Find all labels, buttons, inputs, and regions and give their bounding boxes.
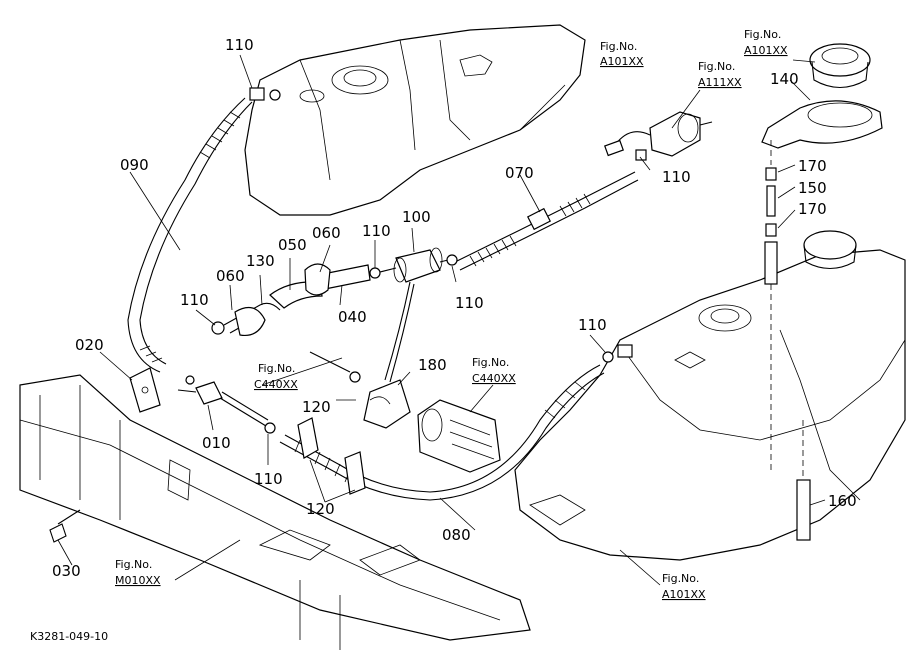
label-060-lower: 060 xyxy=(216,267,245,285)
label-110-top: 110 xyxy=(225,36,254,54)
filler-cap-assembly xyxy=(761,43,883,270)
fuel-cock xyxy=(177,375,269,427)
fig-label-c440-right: Fig.No. xyxy=(472,356,509,369)
label-110-mid: 110 xyxy=(362,222,391,240)
fig-label-m010: Fig.No. xyxy=(115,558,152,571)
fig-ref-c440-left[interactable]: C440XX xyxy=(254,378,298,391)
frame-m010 xyxy=(19,374,531,650)
label-170-upper: 170 xyxy=(798,157,827,175)
bracket-020 xyxy=(129,367,161,413)
label-050: 050 xyxy=(278,236,307,254)
label-010: 010 xyxy=(202,434,231,452)
fig-label-a101-top: Fig.No. xyxy=(600,40,637,53)
label-120-upper: 120 xyxy=(302,398,331,416)
label-140: 140 xyxy=(770,70,799,88)
fig-ref-a101-top[interactable]: A101XX xyxy=(600,55,644,68)
label-020: 020 xyxy=(75,336,104,354)
fuel-pump xyxy=(604,111,713,161)
label-100: 100 xyxy=(402,208,431,226)
drawing-code: K3281-049-10 xyxy=(30,630,108,643)
label-060-upper: 060 xyxy=(312,224,341,242)
fig-label-a111: Fig.No. xyxy=(698,60,735,73)
leader-lines xyxy=(57,54,826,586)
label-150: 150 xyxy=(798,179,827,197)
label-070: 070 xyxy=(505,164,534,182)
label-180: 180 xyxy=(418,356,447,374)
label-110-left: 110 xyxy=(180,291,209,309)
label-030: 030 xyxy=(52,562,81,580)
fuel-hose-090 xyxy=(127,87,281,373)
label-110-right: 110 xyxy=(578,316,607,334)
label-110-bottom: 110 xyxy=(254,470,283,488)
label-120-lower: 120 xyxy=(306,500,335,518)
label-160: 160 xyxy=(828,492,857,510)
fuel-tank-lower xyxy=(514,249,906,561)
fuel-hose-070 xyxy=(454,171,639,271)
fig-label-c440-left: Fig.No. xyxy=(258,362,295,375)
fig-label-a101-right: Fig.No. xyxy=(744,28,781,41)
label-040: 040 xyxy=(338,308,367,326)
fuel-hose-080 xyxy=(264,344,633,501)
fig-ref-a111[interactable]: A111XX xyxy=(698,76,742,89)
component-c440 xyxy=(417,399,501,473)
fig-label-a101-bottom: Fig.No. xyxy=(662,572,699,585)
vent-hose-stack xyxy=(764,140,811,541)
label-110-filter: 110 xyxy=(455,294,484,312)
label-090: 090 xyxy=(120,156,149,174)
fig-ref-a101-right[interactable]: A101XX xyxy=(744,44,788,57)
label-110-pump: 110 xyxy=(662,168,691,186)
label-170-lower: 170 xyxy=(798,200,827,218)
fuel-filter xyxy=(379,247,453,383)
fig-ref-c440-right[interactable]: C440XX xyxy=(472,372,516,385)
label-130: 130 xyxy=(246,252,275,270)
pipe-assembly xyxy=(211,254,458,337)
label-080: 080 xyxy=(442,526,471,544)
fig-ref-a101-bottom[interactable]: A101XX xyxy=(662,588,706,601)
fig-ref-m010[interactable]: M010XX xyxy=(115,574,161,587)
fuel-tank-upper xyxy=(244,24,586,216)
